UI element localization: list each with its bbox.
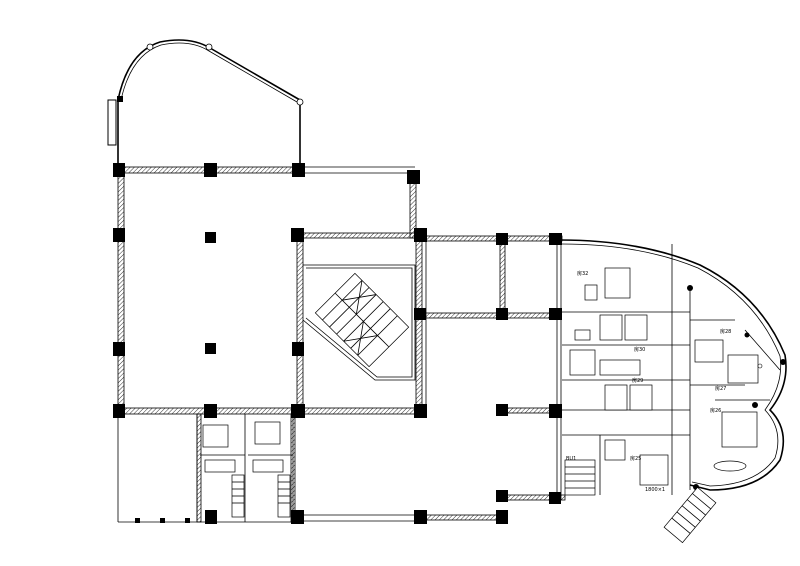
left-hall-walls — [117, 166, 427, 418]
dimension-label: 1800×1 — [645, 487, 665, 493]
right-wing — [559, 239, 787, 496]
lower-left-rooms — [117, 413, 297, 523]
rounded-bay — [107, 39, 304, 165]
room-label-29: 房29 — [632, 377, 643, 384]
room-label-27: 房27 — [715, 385, 726, 392]
room-label-30: 房30 — [634, 346, 645, 353]
middle-block-walls — [303, 235, 566, 522]
room-labels: 房32 房30 房29 房28 房27 房26 房25 BU1 1800×1 — [566, 270, 731, 493]
exterior-stair — [663, 486, 717, 544]
room-label-32: 房32 — [577, 270, 588, 277]
room-label-28: 房28 — [720, 328, 731, 335]
columns — [113, 163, 562, 524]
room-label-26: 房26 — [710, 407, 721, 414]
stair-core — [302, 264, 416, 381]
room-label-25: 房25 — [630, 455, 641, 462]
stair-mark-label: BU1 — [566, 456, 576, 462]
